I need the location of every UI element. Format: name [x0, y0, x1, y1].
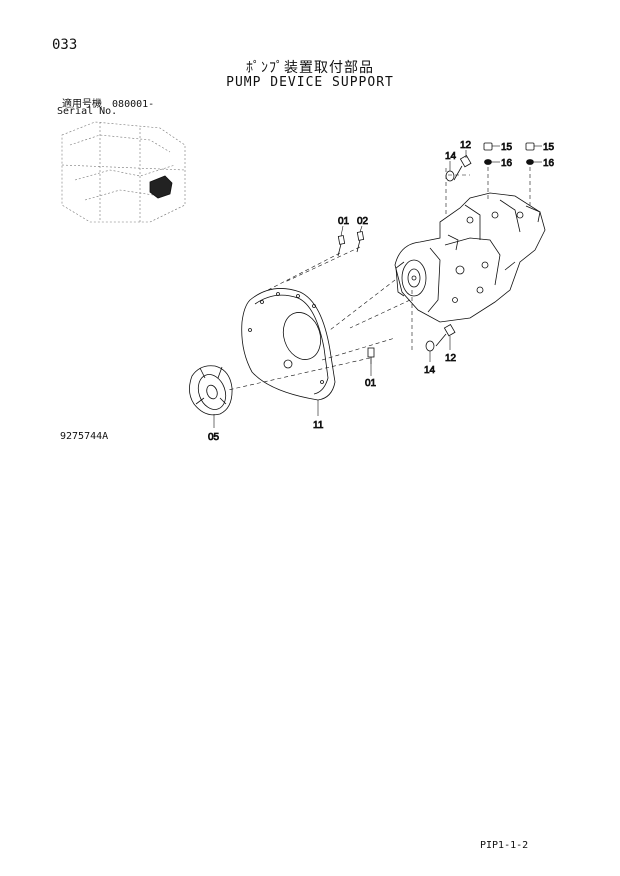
- callout-leader-lines: [213, 145, 542, 428]
- part-14-washer-top: [445, 170, 455, 182]
- callout-15-right: 15: [543, 142, 555, 153]
- callout-02-top: 02: [357, 216, 369, 227]
- page-code: PIP1-1-2: [480, 840, 529, 851]
- part-14-washer-bottom: [425, 340, 435, 352]
- part-01-bolt-bottom: [367, 347, 375, 364]
- part-15-plug-left: [483, 142, 493, 151]
- part-11-pump-mount-plate: [241, 288, 336, 401]
- callout-15-left: 15: [501, 142, 513, 153]
- callout-11: 11: [313, 420, 324, 431]
- serial-label-en: Serial No.: [57, 106, 118, 117]
- part-16-oring-right: [526, 159, 534, 165]
- callout-14-top: 14: [445, 151, 457, 162]
- part-12-bolt-bottom: [435, 323, 456, 347]
- machine-location-thumbnail: [61, 121, 186, 223]
- drawing-number: 9275744A: [60, 431, 109, 442]
- part-01-bolt-top: [337, 235, 346, 257]
- callout-12-top: 12: [460, 140, 472, 151]
- callout-16-left: 16: [501, 158, 513, 169]
- part-16-oring-left: [484, 159, 492, 165]
- callout-01-top: 01: [338, 216, 350, 227]
- callout-16-right: 16: [543, 158, 555, 169]
- title-english: PUMP DEVICE SUPPORT: [226, 75, 394, 90]
- callout-12-bottom: 12: [445, 353, 457, 364]
- callout-05: 05: [208, 432, 220, 443]
- part-02-washer-top: [356, 231, 365, 253]
- title-japanese: ﾎﾟﾝﾌﾟ装置取付部品: [246, 60, 374, 76]
- callout-14-bottom: 14: [424, 365, 436, 376]
- page-number: 033: [52, 37, 78, 53]
- serial-applicability: 適用号機 080001-: [62, 95, 154, 110]
- pump-location-marker: [149, 175, 173, 199]
- serial-label-jp: 適用号機: [62, 99, 102, 110]
- serial-value: 080001-: [112, 99, 155, 110]
- part-12-bolt-top: [453, 154, 472, 181]
- callout-01-bottom: 01: [365, 378, 377, 389]
- part-05-coupling: [189, 365, 233, 416]
- part-15-plug-right: [525, 142, 535, 151]
- hydraulic-pump-assembly: [394, 192, 546, 323]
